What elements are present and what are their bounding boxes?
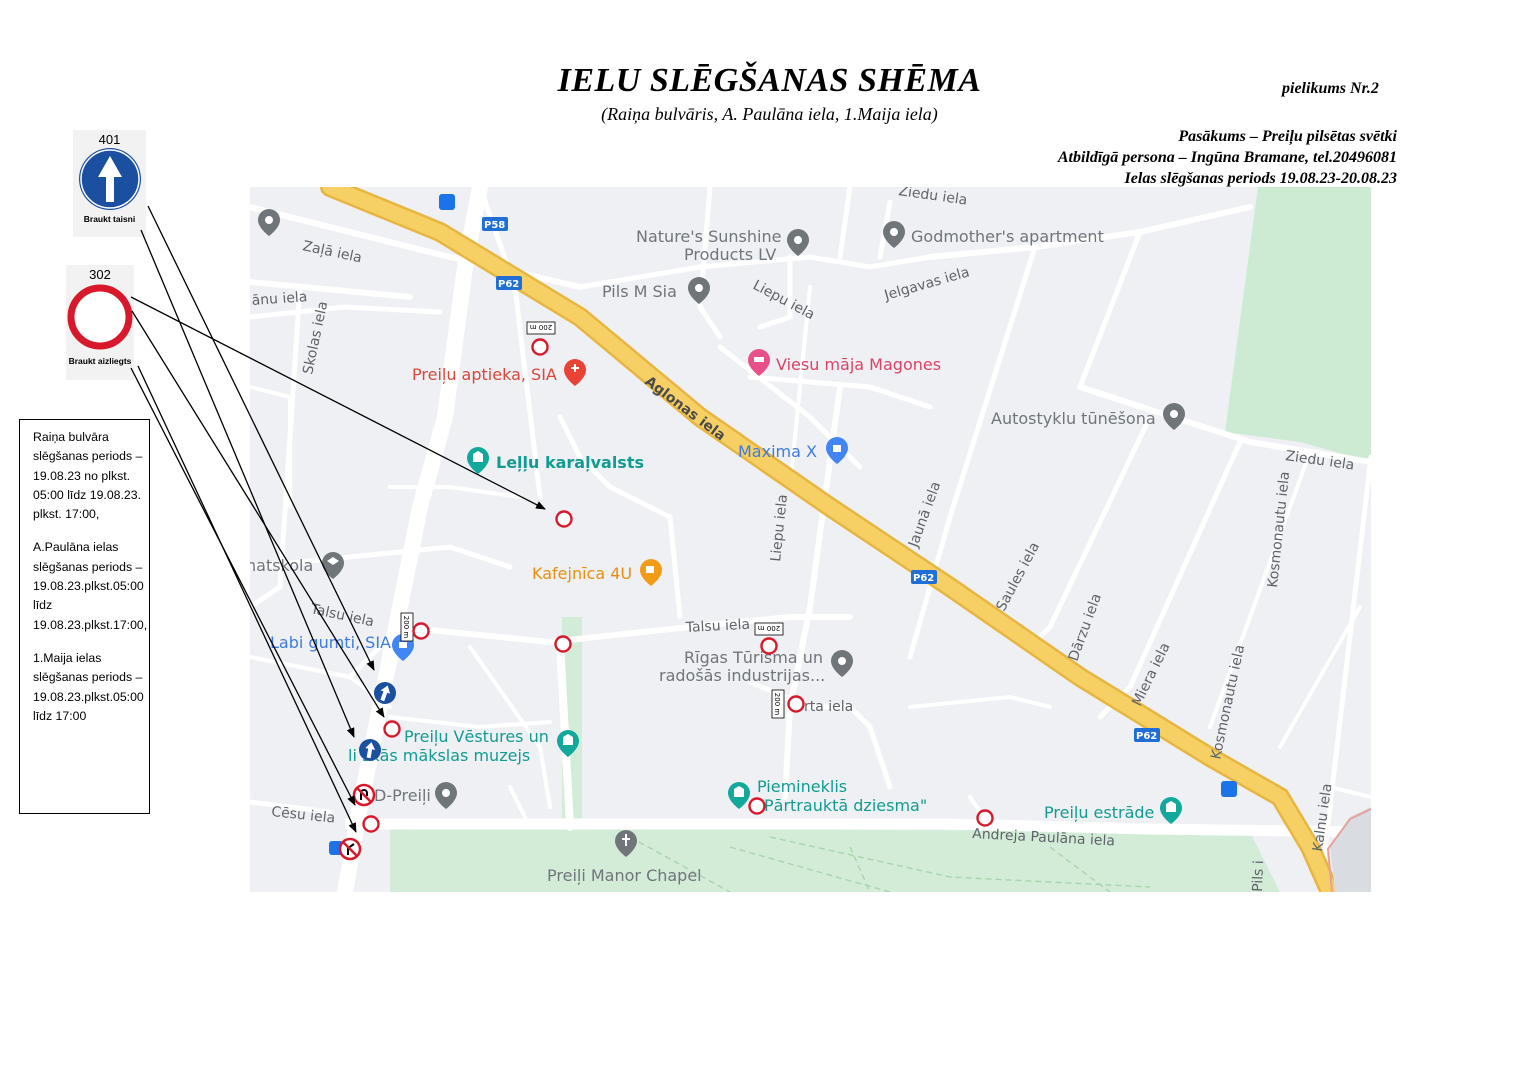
closure-periods-box: Raiņa bulvāra slēgšanas periods – 19.08.… [19,419,150,814]
period-paulana: A.Paulāna ielas slēgšanas periods – 19.0… [33,540,148,632]
page-subtitle: (Raiņa bulvāris, A. Paulāna iela, 1.Maij… [601,104,938,124]
straight-only-sign-icon [78,148,141,210]
street-map [250,187,1371,892]
event-name: Pasākums – Preiļu pilsētas svētki [1178,128,1397,145]
period-maija: 1.Maija ielas slēgšanas periods – 19.08.… [33,650,144,723]
sign-401-number: 401 [98,132,121,147]
event-info: Pasākums – Preiļu pilsētas svētki Atbild… [1058,126,1397,189]
map-canvas [250,187,1371,892]
road-paulana [345,818,1371,838]
sign-401-caption: Braukt taisni [83,214,136,224]
highway-p62-fill [322,187,1338,892]
water-area [1330,807,1371,892]
sign-302-card: 302 Braukt aizliegts [66,265,134,380]
responsible-person: Atbildīgā persona – Ingūna Bramane, tel.… [1057,149,1397,166]
sign-302-number: 302 [89,267,111,282]
annex-label: pielikums Nr.2 [1282,80,1379,97]
no-entry-sign-icon [67,284,133,350]
period-raina: Raiņa bulvāra slēgšanas periods – 19.08.… [33,430,143,522]
sign-302-caption: Braukt aizliegts [68,356,132,366]
page-title: IELU SLĒGŠANAS SHĒMA [557,62,982,99]
water-edge [1326,808,1371,892]
sign-401-card: 401 Braukt taisni [73,130,146,237]
closure-period: Ielas slēgšanas periods 19.08.23-20.08.2… [1124,170,1397,187]
park-right [1225,187,1371,462]
park-bottom [390,827,1280,892]
park-paths [629,836,1151,892]
